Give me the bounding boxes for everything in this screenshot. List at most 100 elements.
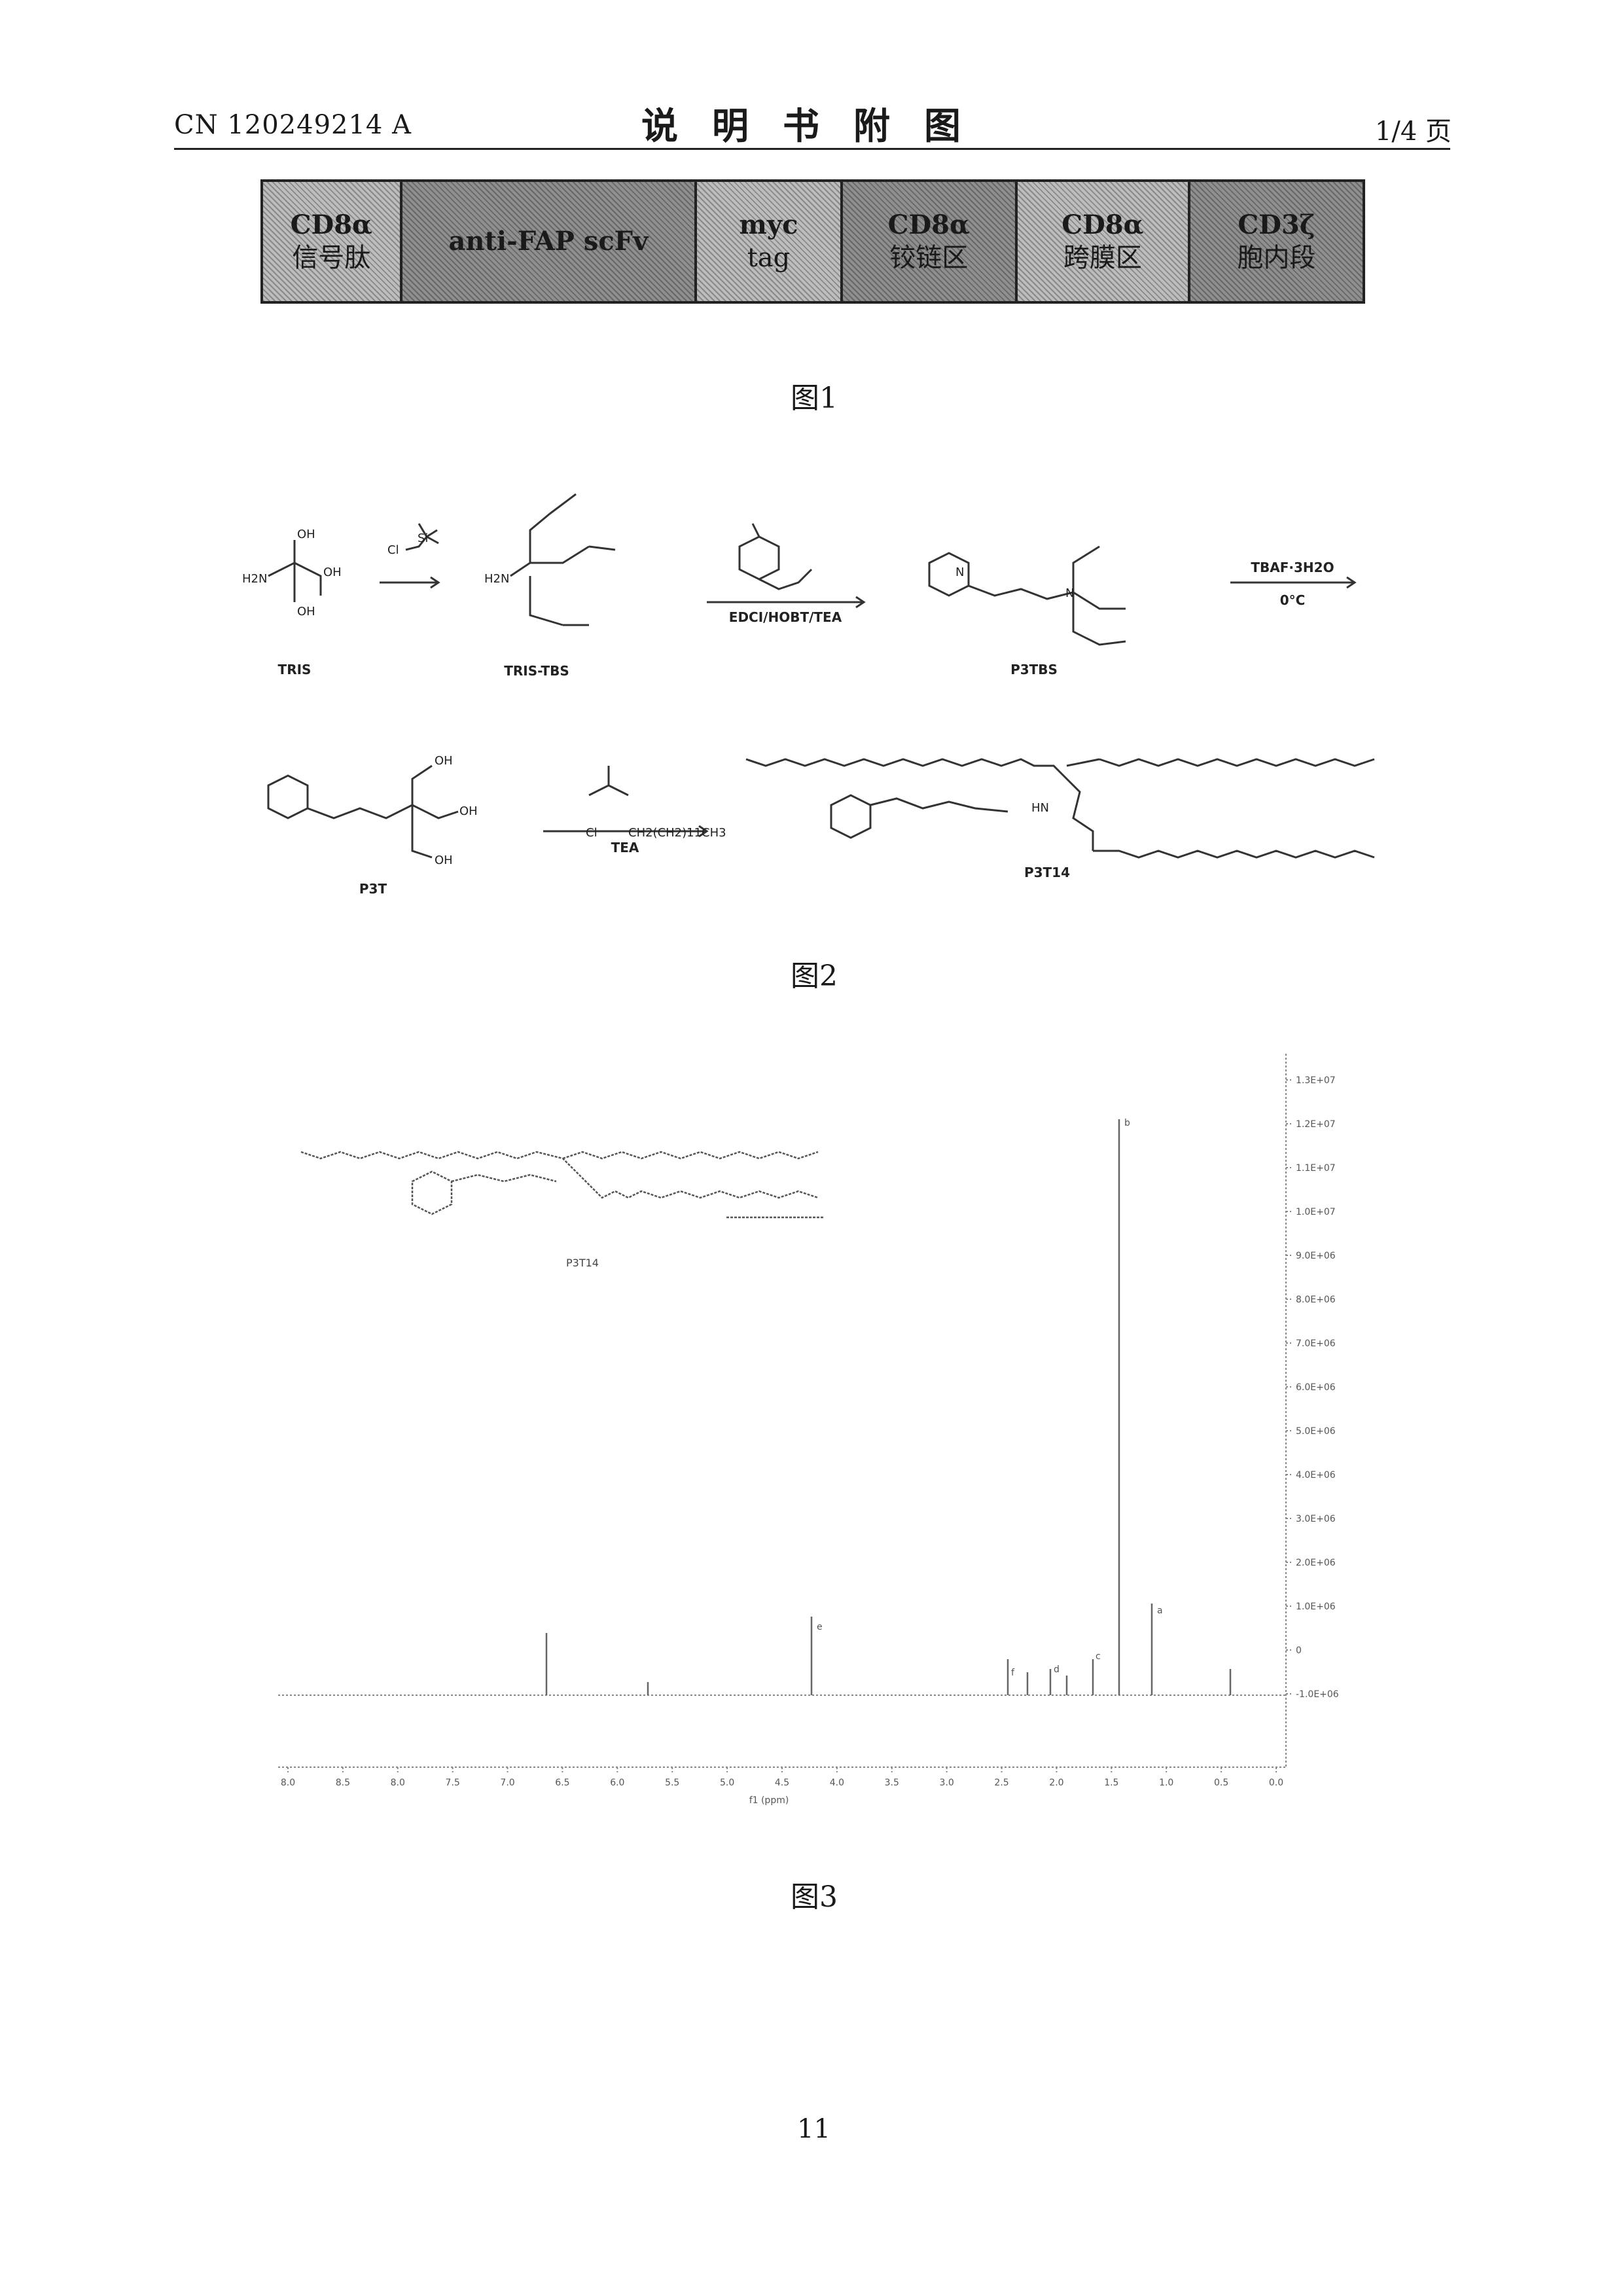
- x-tick-label: 5.5: [665, 1778, 679, 1788]
- construct-segment: CD3ζ胞内段: [1190, 182, 1363, 301]
- y-tick-label: 0: [1296, 1645, 1302, 1656]
- x-axis-unit: f1 (ppm): [749, 1795, 789, 1806]
- y-tick-label: 2.0E+06: [1296, 1558, 1336, 1568]
- peak-label: f: [1011, 1668, 1015, 1678]
- tbscl-si-label: Si: [418, 531, 428, 545]
- reagent-edci: EDCI/HOBT/TEA: [729, 609, 842, 625]
- x-tick-label: 3.0: [940, 1778, 954, 1788]
- y-tick-label: 4.0E+06: [1296, 1470, 1336, 1480]
- p3t-oh-label-2: OH: [459, 804, 478, 818]
- x-tick-label: 7.0: [500, 1778, 514, 1788]
- p3t14-name: P3T14: [1024, 865, 1070, 880]
- p3t14-hn-label: HN: [1031, 801, 1049, 815]
- tbscl-cl-label: Cl: [387, 543, 399, 557]
- tris-oh-label-2: OH: [323, 565, 342, 579]
- patent-number: CN 120249214 A: [174, 110, 412, 140]
- peak-label: b: [1124, 1118, 1130, 1128]
- x-tick-label: 1.5: [1104, 1778, 1118, 1788]
- segment-label: CD3ζ: [1238, 209, 1315, 242]
- x-tick-label: 7.5: [446, 1778, 460, 1788]
- page-title: 说明书附图: [641, 97, 995, 150]
- p3t-structure: [268, 766, 458, 857]
- reagent-tbaf: TBAF·3H2O: [1251, 560, 1334, 575]
- segment-label: CD8α: [291, 209, 372, 242]
- tris-h2n-label: H2N: [242, 572, 267, 586]
- x-tick-label: 3.5: [885, 1778, 899, 1788]
- segment-sublabel: tag: [747, 242, 791, 274]
- figure2-caption: 图2: [791, 952, 838, 994]
- arrow-1: [380, 577, 438, 588]
- x-tick-label: 5.0: [720, 1778, 734, 1788]
- peak-label: a: [1157, 1605, 1163, 1616]
- p3t-name: P3T: [359, 881, 387, 897]
- synthesis-scheme: H2N OH OH OH Cl Si H2N N N CH2(CH2)11CH3…: [223, 484, 1387, 903]
- reagent-temp: 0°C: [1280, 592, 1306, 608]
- p3tbs-name: P3TBS: [1010, 662, 1058, 677]
- x-tick-label: 8.5: [336, 1778, 350, 1788]
- construct-segment: CD8α信号肽: [263, 182, 402, 301]
- peak-label: c: [1096, 1651, 1101, 1662]
- x-tick-label: 8.0: [391, 1778, 405, 1788]
- y-tick-label: 7.0E+06: [1296, 1338, 1336, 1349]
- p3tbs-structure: [929, 547, 1126, 645]
- y-tick-label: -1.0E+06: [1296, 1689, 1339, 1700]
- segment-label: CD8α: [1061, 209, 1143, 242]
- segment-label: myc: [740, 209, 798, 242]
- construct-segment: CD8α跨膜区: [1018, 182, 1190, 301]
- construct-segment: myctag: [697, 182, 842, 301]
- segment-sublabel: 信号肽: [292, 242, 370, 274]
- tris-tbs-name: TRIS-TBS: [504, 663, 569, 679]
- tris-tbs-structure: [510, 494, 615, 625]
- segment-sublabel: 胞内段: [1237, 242, 1315, 274]
- p3tbs-n-amide-label: N: [1065, 586, 1074, 600]
- construct-segment: anti-FAP scFv: [402, 182, 698, 301]
- figure3-caption: 图3: [791, 1873, 838, 1915]
- y-tick-label: 6.0E+06: [1296, 1382, 1336, 1393]
- page-number: 11: [797, 2114, 830, 2144]
- nmr-compound-label: P3T14: [566, 1257, 599, 1269]
- y-tick-label: 1.0E+06: [1296, 1602, 1336, 1612]
- y-tick-label: 5.0E+06: [1296, 1426, 1336, 1437]
- page-indicator: 1/4 页: [1375, 110, 1452, 148]
- segment-sublabel: 跨膜区: [1063, 242, 1142, 274]
- x-tick-label: 0.0: [1269, 1778, 1283, 1788]
- y-tick-label: 9.0E+06: [1296, 1251, 1336, 1261]
- p3tbs-n-label: N: [955, 565, 964, 579]
- x-tick-label: 1.0: [1159, 1778, 1173, 1788]
- x-tick-label: 6.0: [610, 1778, 624, 1788]
- p3t-oh-label-1: OH: [435, 754, 453, 768]
- acyl-chain-label: CH2(CH2)11CH3: [628, 826, 726, 840]
- y-tick-label: 1.3E+07: [1296, 1075, 1336, 1086]
- x-tick-label: 4.5: [775, 1778, 789, 1788]
- y-tick-label: 1.2E+07: [1296, 1119, 1336, 1130]
- nmr-spectrum: P3T14 8.08.58.07.57.06.56.05.55.04.54.03…: [275, 1041, 1374, 1826]
- segment-sublabel: 铰链区: [889, 242, 968, 274]
- tris-name: TRIS: [278, 662, 312, 677]
- arrow-3: [1230, 577, 1355, 588]
- reagent-tea: TEA: [611, 840, 639, 855]
- tris-oh-label-1: OH: [297, 528, 315, 541]
- arrow-2: [707, 597, 864, 607]
- p3t-oh-label-3: OH: [435, 853, 453, 867]
- segment-label: CD8α: [888, 209, 970, 242]
- car-construct-diagram: CD8α信号肽anti-FAP scFvmyctagCD8α铰链区CD8α跨膜区…: [260, 179, 1365, 304]
- tris-oh-label-3: OH: [297, 605, 315, 619]
- x-tick-label: 0.5: [1214, 1778, 1228, 1788]
- segment-label: anti-FAP scFv: [448, 225, 648, 258]
- peak-label: d: [1054, 1664, 1060, 1675]
- acyl-cl-label: Cl: [586, 826, 597, 840]
- peak-label: e: [817, 1622, 823, 1632]
- y-tick-label: 1.0E+07: [1296, 1207, 1336, 1217]
- x-tick-label: 6.5: [555, 1778, 569, 1788]
- x-tick-label: 4.0: [830, 1778, 844, 1788]
- x-tick-label: 2.0: [1049, 1778, 1063, 1788]
- construct-segment: CD8α铰链区: [843, 182, 1018, 301]
- y-tick-label: 1.1E+07: [1296, 1163, 1336, 1174]
- header-rule: [174, 148, 1450, 150]
- y-tick-label: 8.0E+06: [1296, 1295, 1336, 1305]
- figure1-caption: 图1: [791, 374, 838, 416]
- tris-tbs-h2n-label: H2N: [484, 572, 509, 586]
- y-tick-label: 3.0E+06: [1296, 1514, 1336, 1524]
- x-tick-label: 2.5: [994, 1778, 1008, 1788]
- tris-structure: [268, 540, 321, 602]
